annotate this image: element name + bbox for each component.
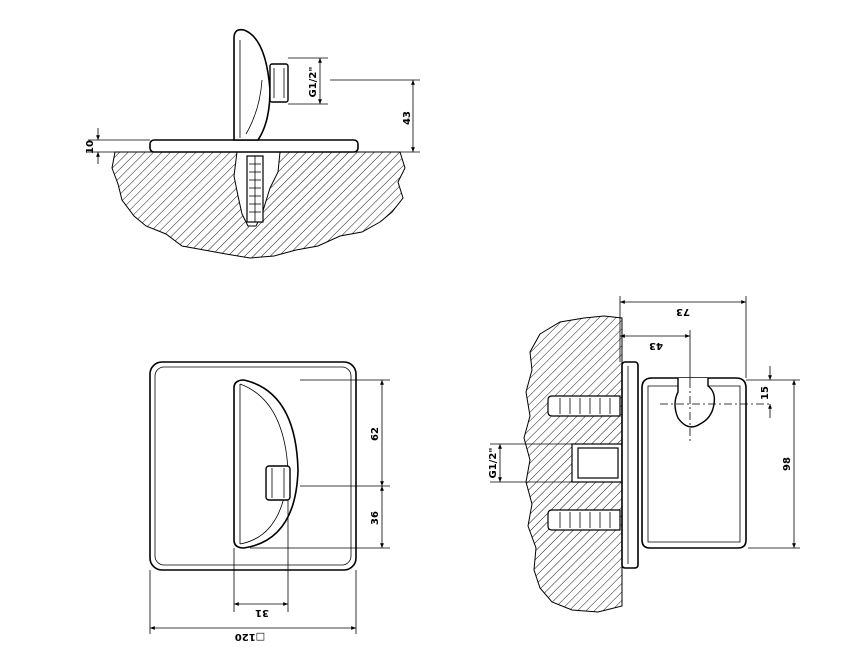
front-hook-body — [233, 379, 299, 549]
top-depth-label: 43 — [402, 111, 413, 125]
side-anchor-upper — [547, 395, 621, 417]
top-view: G1/2" 43 10 — [85, 28, 420, 259]
front-offset-label: 31 — [255, 607, 269, 618]
top-plate-label: 10 — [85, 140, 96, 154]
side-base-plate — [621, 361, 639, 569]
side-thread-cavity — [571, 443, 623, 483]
front-thread-fitting — [265, 465, 291, 501]
side-depth-label: 43 — [649, 340, 663, 351]
side-view: 73 43 15 98 G1/2" — [488, 296, 800, 613]
front-view: 62 36 31 □120 — [149, 361, 390, 642]
top-thread-label: G1/2" — [308, 67, 319, 98]
top-base-plate — [149, 139, 359, 153]
front-width-label: □120 — [235, 631, 265, 642]
front-upper-label: 62 — [370, 427, 381, 441]
top-anchor-ribs — [249, 156, 261, 222]
side-anchor-lower — [547, 509, 621, 531]
top-thread-fitting — [269, 63, 289, 103]
side-holder-slot — [674, 378, 716, 428]
side-overall-label: 73 — [676, 306, 690, 317]
side-slot-label: 15 — [760, 386, 771, 400]
side-height-label: 98 — [782, 457, 793, 471]
front-lower-label: 36 — [370, 511, 381, 525]
side-holder-body — [641, 377, 747, 549]
side-thread-label: G1/2" — [488, 448, 499, 479]
top-hook-paddle — [233, 28, 271, 141]
